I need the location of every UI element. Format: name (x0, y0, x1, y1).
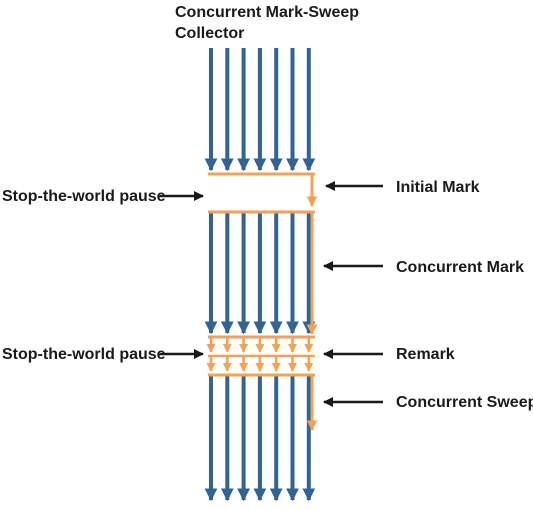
diagram-title-line-2: Collector (175, 25, 244, 42)
gc-threads (206, 172, 318, 432)
concurrent-sweep-label: Concurrent Sweep (396, 394, 533, 411)
concurrent-mark-label: Concurrent Mark (396, 259, 524, 276)
remark-label: Remark (396, 346, 455, 363)
stop-the-world-pause-label-2: Stop-the-world pause (2, 346, 166, 363)
application-threads (204, 48, 316, 502)
diagram-title-line-1: Concurrent Mark-Sweep (175, 4, 359, 21)
initial-mark-label: Initial Mark (396, 179, 480, 196)
stop-the-world-pause-label-1: Stop-the-world pause (2, 188, 166, 205)
remark-gc-threads (206, 337, 314, 372)
